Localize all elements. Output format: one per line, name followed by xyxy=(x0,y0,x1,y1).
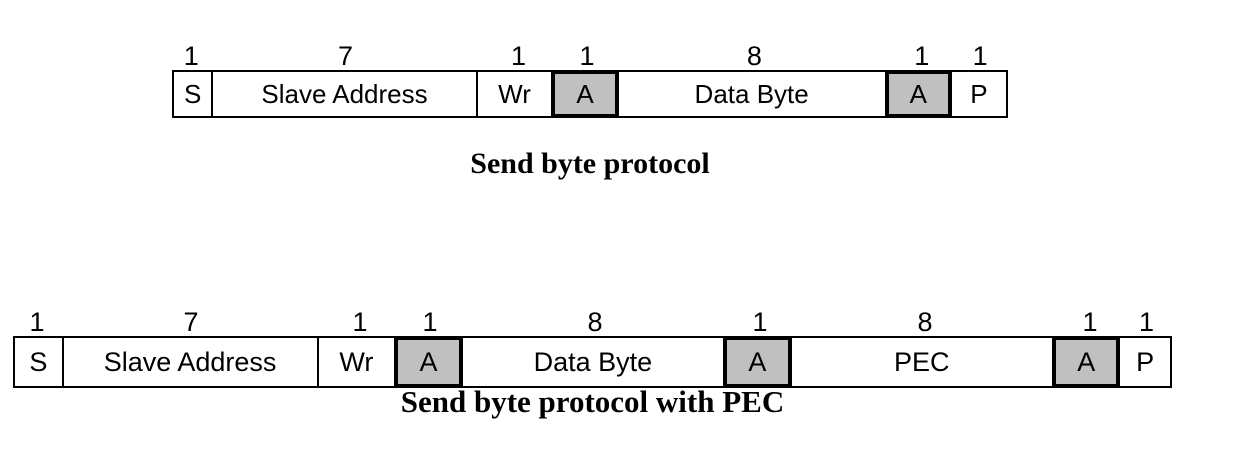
protocol-field-label: Wr xyxy=(498,79,531,109)
bit-count-row: 1 7 1 1 8 1 8 1 1 xyxy=(13,300,1172,336)
protocol-field-label: A xyxy=(748,346,767,377)
bit-count: 1 xyxy=(1138,307,1155,337)
protocol-field: Data Byte xyxy=(618,72,885,116)
protocol-field-label: Slave Address xyxy=(261,79,428,109)
protocol-field-label: A xyxy=(909,79,927,109)
protocol-diagram-send-byte: 1 7 1 1 8 1 1 S Slave Address Wr A Data Byte A P Sen… xyxy=(172,36,1008,179)
protocol-field-label: P xyxy=(970,79,988,109)
bit-count: 1 xyxy=(972,41,988,71)
protocol-field: Slave Address xyxy=(213,72,478,116)
protocol-field: Data Byte xyxy=(462,338,724,386)
protocol-field: Wr xyxy=(477,72,552,116)
bit-count: 8 xyxy=(746,41,762,71)
protocol-field-label: S xyxy=(184,79,202,109)
bit-count-row: 1 7 1 1 8 1 1 xyxy=(172,36,1008,70)
protocol-field-ack: A xyxy=(551,70,619,118)
bit-count: 1 xyxy=(183,41,199,71)
protocol-field: P xyxy=(951,72,1006,116)
protocol-field-label: A xyxy=(1077,346,1096,377)
protocol-field: P xyxy=(1120,338,1170,386)
protocol-field: PEC xyxy=(791,338,1053,386)
bit-count: 1 xyxy=(1082,307,1098,337)
protocol-field-label: PEC xyxy=(894,346,950,377)
protocol-field-ack: A xyxy=(723,336,792,388)
diagram-caption: Send byte protocol xyxy=(470,147,710,180)
protocol-field-label: Data Byte xyxy=(533,346,653,377)
protocol-field-label: Data Byte xyxy=(694,79,809,109)
bit-count: 8 xyxy=(587,307,603,337)
protocol-field-label: A xyxy=(576,79,594,109)
bit-count: 1 xyxy=(752,307,768,337)
bit-count: 1 xyxy=(422,307,438,337)
protocol-field-label: A xyxy=(419,346,438,377)
protocol-field: S xyxy=(174,72,214,116)
bit-count: 1 xyxy=(352,307,368,337)
bit-count: 1 xyxy=(510,41,526,71)
protocol-field: Wr xyxy=(318,338,395,386)
bit-count: 1 xyxy=(29,307,45,337)
protocol-field-label: P xyxy=(1136,346,1155,377)
diagram-caption: Send byte protocol with PEC xyxy=(400,384,785,419)
bit-count: 1 xyxy=(914,41,930,71)
bit-count: 7 xyxy=(183,307,199,337)
protocol-diagram-send-byte-pec: 1 7 1 1 8 1 8 1 1 S Slave Address Wr A Data Byte A PEC… xyxy=(13,300,1172,417)
protocol-field-ack: A xyxy=(1052,336,1121,388)
protocol-field-ack: A xyxy=(884,70,952,118)
protocol-frame: S Slave Address Wr A Data Byte A P xyxy=(172,70,1008,118)
bit-count: 8 xyxy=(917,307,933,337)
protocol-field-label: S xyxy=(29,346,48,377)
bit-count: 1 xyxy=(579,41,595,71)
protocol-field-ack: A xyxy=(394,336,463,388)
bit-count: 7 xyxy=(337,41,353,71)
protocol-field-label: Wr xyxy=(339,346,374,377)
protocol-frame: S Slave Address Wr A Data Byte A PEC A P xyxy=(13,336,1172,388)
protocol-field-label: Slave Address xyxy=(103,346,277,377)
protocol-field: S xyxy=(15,338,64,386)
protocol-field: Slave Address xyxy=(63,338,319,386)
